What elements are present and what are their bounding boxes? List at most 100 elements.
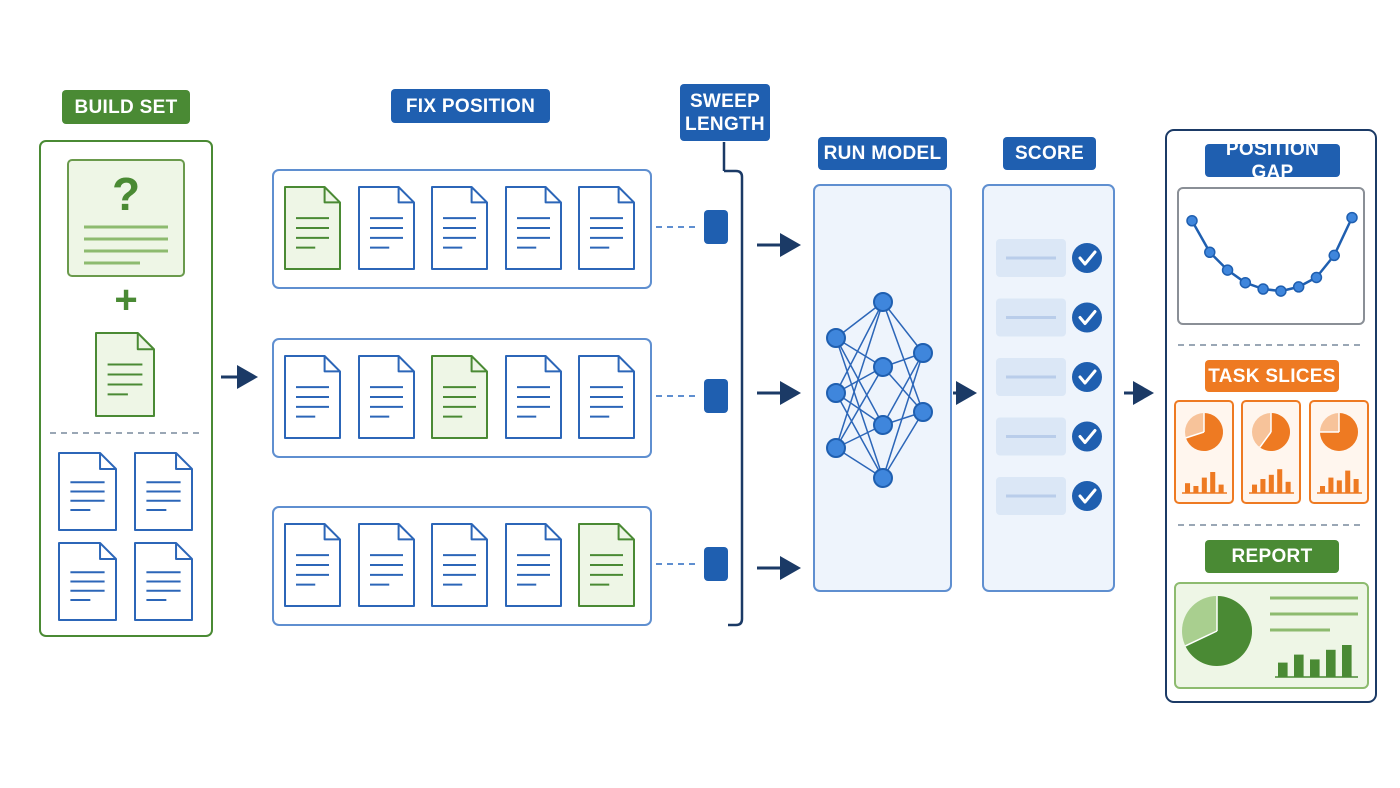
document-icon xyxy=(431,186,488,270)
stage-label-fix-position: FIX POSITION xyxy=(391,89,550,123)
neuron xyxy=(826,438,846,458)
bar xyxy=(1294,654,1304,677)
bar xyxy=(1336,480,1342,493)
stage-label-run-model: RUN MODEL xyxy=(818,137,947,170)
bar xyxy=(1210,472,1216,493)
document-icon xyxy=(505,186,562,270)
bar xyxy=(1277,469,1283,493)
plus-sign: + xyxy=(114,278,138,322)
bar xyxy=(1252,484,1258,493)
check-circle-icon xyxy=(1072,362,1102,392)
length-marker xyxy=(704,210,728,244)
document-icon xyxy=(134,542,193,621)
bar xyxy=(1260,479,1266,493)
bar xyxy=(1185,483,1191,493)
bar xyxy=(1268,474,1274,493)
gap-point xyxy=(1221,264,1234,276)
bar xyxy=(1201,477,1207,493)
sweep-length-line-1: SWEEP xyxy=(689,90,761,112)
target-document-icon xyxy=(95,332,155,417)
gap-point xyxy=(1239,276,1252,289)
stage-label-report: REPORT xyxy=(1205,540,1339,573)
target-document-icon xyxy=(431,355,488,439)
neuron xyxy=(826,383,846,403)
document-icon xyxy=(358,186,415,270)
bar xyxy=(1218,484,1224,493)
stage-label-score: SCORE xyxy=(1003,137,1096,170)
fix-position-rows xyxy=(272,169,728,626)
document-icon xyxy=(505,355,562,439)
gap-point xyxy=(1346,211,1358,224)
task-slices-cards xyxy=(1174,400,1369,504)
bar-chart-icon xyxy=(1249,469,1294,494)
stage-label-sweep-length: SWEEP LENGTH xyxy=(680,84,770,141)
neuron xyxy=(913,402,933,422)
target-document-icon xyxy=(284,186,341,270)
check-circle-icon xyxy=(1072,243,1102,273)
document-icon xyxy=(284,355,341,439)
pie-chart-icon xyxy=(1252,413,1291,452)
document-icon xyxy=(58,542,117,621)
pie-chart-icon xyxy=(1182,596,1252,667)
bar xyxy=(1342,645,1352,677)
document-icon xyxy=(358,523,415,607)
check-circle-icon xyxy=(1072,302,1102,333)
pie-chart-icon xyxy=(1185,413,1223,451)
target-document-icon xyxy=(578,523,635,607)
stage-label-position-gap: POSITION GAP xyxy=(1205,139,1340,183)
bar xyxy=(1193,486,1199,493)
bar-chart-icon xyxy=(1182,472,1227,494)
document-icon xyxy=(578,186,635,270)
stage-label-task-slices: TASK SLICES xyxy=(1205,360,1339,392)
document-icon xyxy=(134,452,193,531)
document-icon xyxy=(505,523,562,607)
document-icon xyxy=(358,355,415,439)
neuron xyxy=(873,292,893,312)
bar xyxy=(1353,479,1359,493)
question-mark: ? xyxy=(111,168,141,220)
position-gap-curve xyxy=(1186,211,1358,297)
score-rows xyxy=(996,239,1102,515)
bar xyxy=(1345,470,1351,493)
neural-network-icon xyxy=(826,292,933,488)
bar xyxy=(1326,649,1336,677)
document-icon xyxy=(58,452,117,531)
gap-line xyxy=(1190,217,1354,293)
check-circle-icon xyxy=(1072,481,1102,511)
document-icon xyxy=(578,355,635,439)
neuron xyxy=(873,468,893,488)
document-icon xyxy=(431,523,488,607)
run-model-panel xyxy=(813,184,952,592)
bar-chart-icon xyxy=(1275,645,1358,678)
gap-point xyxy=(1292,281,1305,293)
bar xyxy=(1310,659,1320,677)
gap-point xyxy=(1310,271,1323,284)
pie-chart-icon xyxy=(1320,413,1358,451)
neuron xyxy=(873,415,893,435)
gap-point xyxy=(1186,215,1198,227)
sweep-length-line-2: LENGTH xyxy=(685,113,765,135)
gap-point xyxy=(1204,246,1216,258)
position-gap-chart xyxy=(1177,187,1365,325)
report-visualization xyxy=(1182,596,1358,678)
neuron xyxy=(873,357,893,377)
bar xyxy=(1328,477,1334,493)
sweep-bracket xyxy=(724,169,744,627)
stage-label-build-set: BUILD SET xyxy=(62,90,190,124)
bar xyxy=(1320,486,1326,493)
bar-chart-icon xyxy=(1317,470,1362,494)
gap-point xyxy=(1275,285,1287,297)
length-marker xyxy=(704,379,728,413)
bar xyxy=(1278,662,1288,677)
question-card xyxy=(67,159,185,277)
check-circle-icon xyxy=(1072,421,1102,452)
length-marker xyxy=(704,547,728,581)
document-icon xyxy=(284,523,341,607)
gap-point xyxy=(1257,283,1269,295)
neuron xyxy=(913,343,933,363)
bar xyxy=(1285,481,1291,493)
distractor-documents xyxy=(58,332,193,621)
neuron xyxy=(826,328,846,348)
gap-point xyxy=(1328,249,1340,262)
